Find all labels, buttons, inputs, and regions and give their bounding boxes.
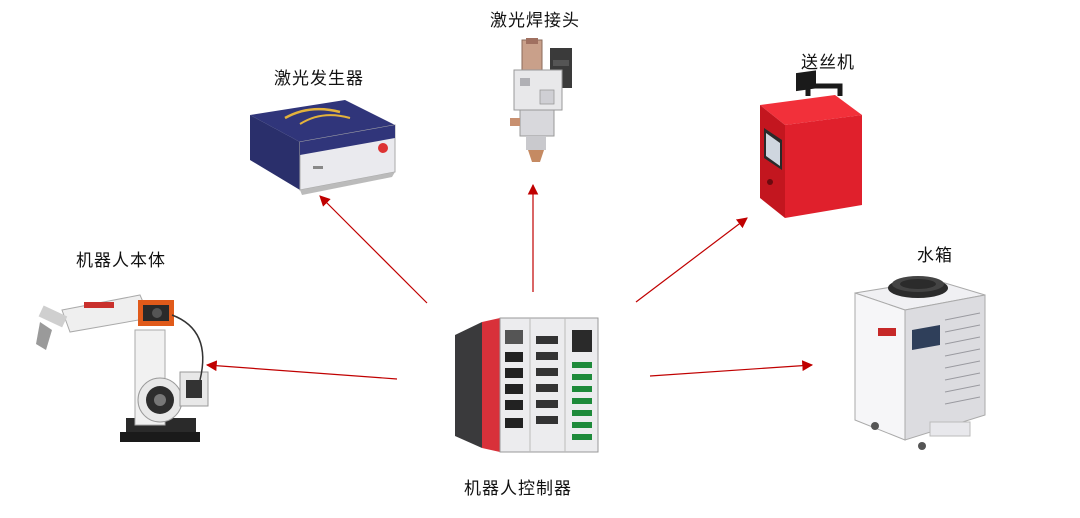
wire-feeder-image (760, 70, 862, 218)
laser-generator-image (250, 100, 396, 195)
arrow-to-laser-generator (319, 195, 428, 304)
arrow-to-wire-feeder (635, 217, 748, 303)
arrow-to-water-tank (649, 360, 814, 377)
robot-body-image (36, 294, 209, 442)
label-laser-generator: 激光发生器 (274, 69, 364, 89)
water-tank-image (854, 276, 986, 450)
label-weld-head: 激光焊接头 (490, 11, 580, 31)
label-wire-feeder: 送丝机 (801, 53, 855, 73)
robot-controller-image (455, 317, 599, 453)
arrow-to-robot-body (205, 360, 398, 380)
laser-weld-head-image (510, 38, 572, 162)
label-robot-body: 机器人本体 (76, 251, 166, 271)
label-controller: 机器人控制器 (464, 479, 572, 499)
label-water-tank: 水箱 (917, 246, 953, 266)
